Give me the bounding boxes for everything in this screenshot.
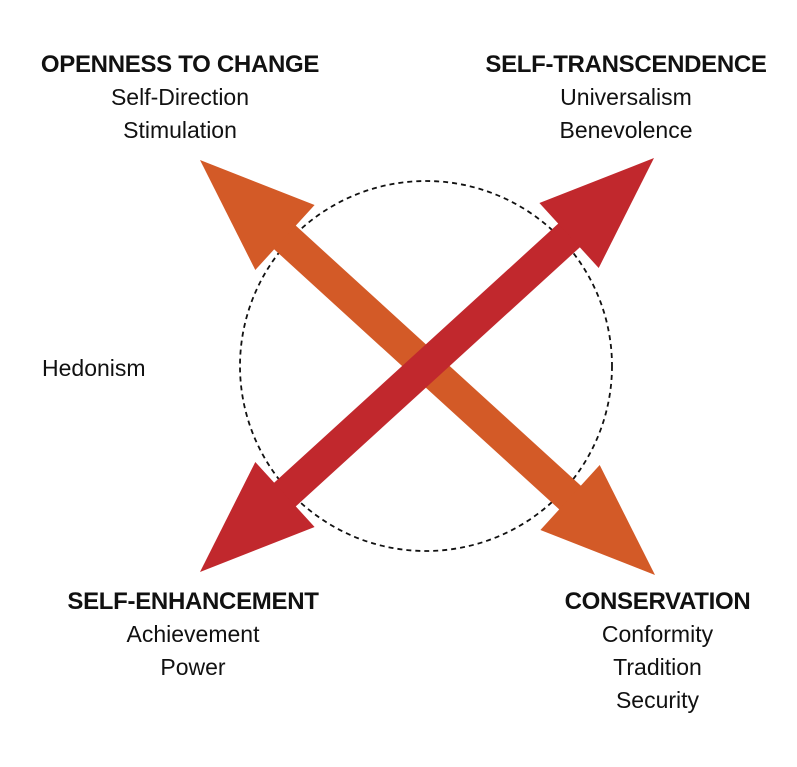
quadrant-title: SELF-ENHANCEMENT — [67, 588, 319, 615]
quadrant-title: SELF-TRANSCENDENCE — [485, 51, 767, 78]
value-item: Stimulation — [123, 117, 237, 143]
quadrant-conservation: CONSERVATION Conformity Tradition Securi… — [535, 585, 780, 717]
red-arrow — [200, 158, 654, 572]
value-item: Tradition — [613, 654, 702, 680]
value-item: Universalism — [560, 84, 692, 110]
value-item: Security — [615, 687, 700, 713]
value-item: Achievement — [126, 621, 260, 647]
value-item: Benevolence — [559, 117, 693, 143]
red-arrow-shaft — [272, 222, 582, 508]
hedonism-label: Hedonism — [42, 355, 146, 381]
red-arrowhead-upper-right — [539, 158, 654, 268]
quadrant-self-transcendence: SELF-TRANSCENDENCE Universalism Benevole… — [475, 48, 777, 147]
value-item: Self-Direction — [110, 84, 250, 110]
red-arrowhead-lower-left — [200, 462, 315, 572]
quadrant-self-enhancement: SELF-ENHANCEMENT Achievement Power — [48, 585, 338, 684]
dashed-circle — [239, 180, 613, 552]
quadrant-openness-to-change: OPENNESS TO CHANGE Self-Direction Stimul… — [30, 48, 330, 147]
quadrant-title: OPENNESS TO CHANGE — [40, 51, 320, 78]
orange-arrowhead-lower-right — [540, 465, 655, 575]
value-item: Power — [160, 654, 226, 680]
orange-arrowhead-upper-left — [200, 160, 315, 270]
quadrant-title: CONSERVATION — [564, 588, 751, 615]
value-item: Conformity — [601, 621, 714, 647]
